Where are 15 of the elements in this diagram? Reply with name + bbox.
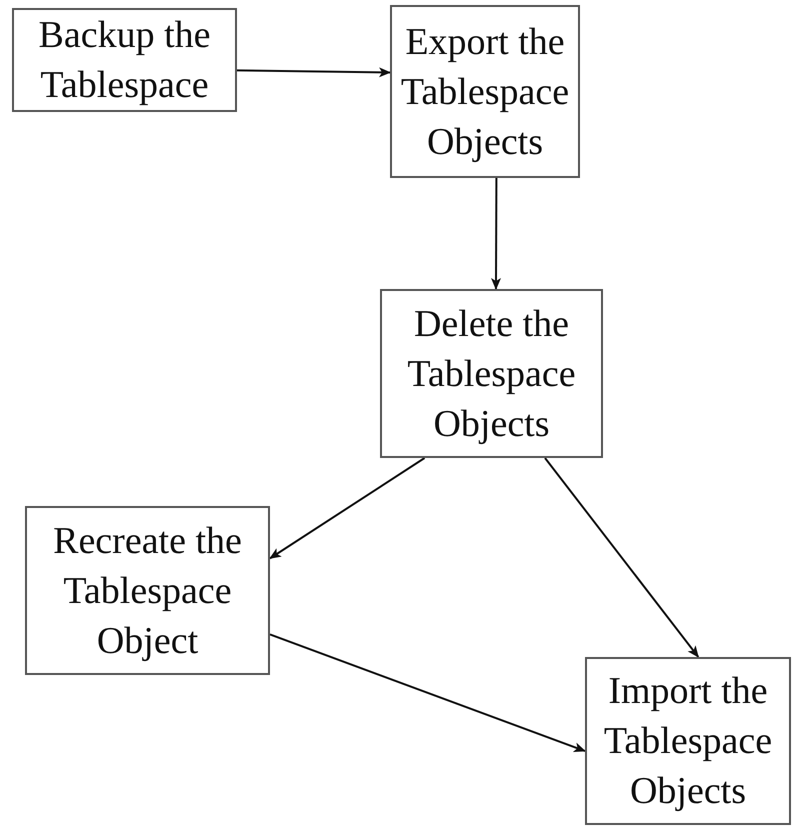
step-label: Export the Tablespace Objects xyxy=(400,20,570,164)
process-box xyxy=(12,8,237,112)
arrow xyxy=(544,457,700,658)
arrow xyxy=(236,67,391,78)
step-label: Delete the Tablespace Objects xyxy=(406,302,577,446)
process-box xyxy=(585,657,791,825)
step-label: Import the Tablespace Objects xyxy=(602,669,774,814)
process-box xyxy=(380,289,603,458)
step-label: Backup the Tablespace xyxy=(37,13,212,108)
process-box xyxy=(390,5,580,178)
step-label: Recreate the Tablespace Object xyxy=(52,518,243,664)
arrow xyxy=(491,178,501,290)
process-box xyxy=(25,506,270,675)
arrow xyxy=(270,634,586,752)
arrow xyxy=(269,457,426,560)
